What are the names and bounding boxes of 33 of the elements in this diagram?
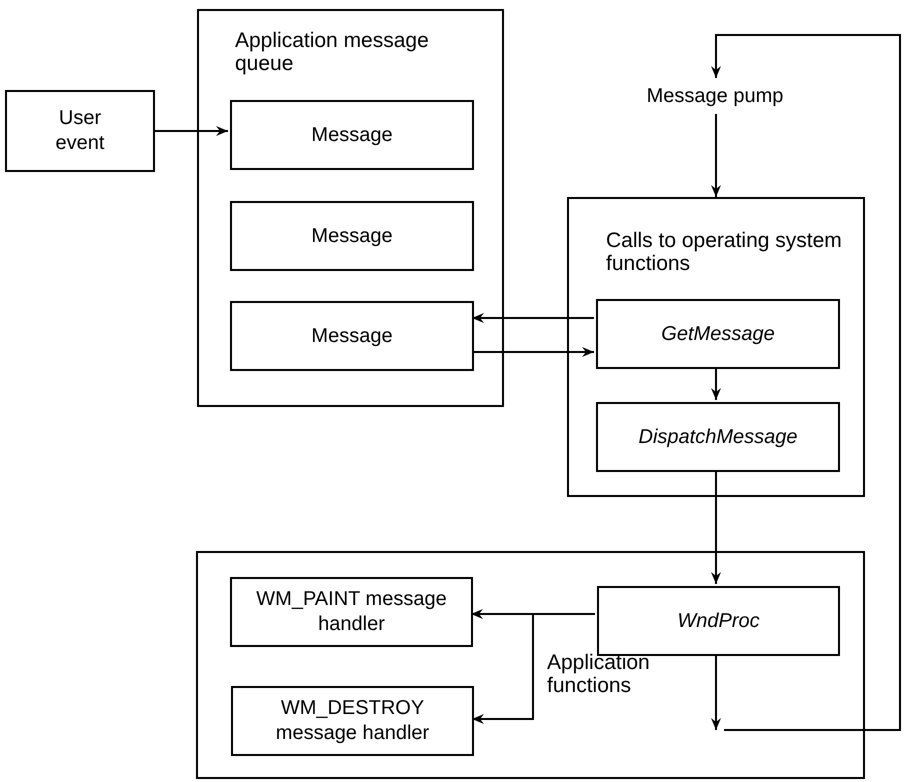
group-heading: Application functions bbox=[547, 651, 651, 698]
group-frame bbox=[197, 9, 504, 407]
process-box bbox=[230, 100, 474, 170]
box-label: Message pump bbox=[646, 84, 784, 108]
arrow bbox=[155, 126, 228, 136]
process-box bbox=[230, 577, 473, 647]
arrow bbox=[711, 654, 721, 730]
group-frame bbox=[567, 197, 865, 497]
box-label: Message bbox=[310, 122, 394, 148]
arrow bbox=[711, 114, 721, 197]
arrow bbox=[472, 313, 594, 323]
process-box bbox=[596, 299, 840, 369]
box-label: User event bbox=[54, 106, 106, 156]
arrow bbox=[472, 613, 595, 724]
group-frame bbox=[196, 551, 865, 779]
process-box bbox=[5, 90, 155, 172]
process-box bbox=[230, 301, 474, 371]
box-label: WndProc bbox=[676, 608, 761, 634]
process-box bbox=[231, 686, 474, 756]
box-label: WM_PAINT message handler bbox=[255, 587, 448, 637]
box-label: Message bbox=[310, 324, 394, 348]
process-box bbox=[230, 201, 474, 271]
box-label: Message bbox=[310, 224, 394, 248]
arrow bbox=[472, 347, 594, 357]
group-heading: Calls to operating system functions bbox=[606, 229, 843, 276]
box-label: DispatchMessage bbox=[638, 424, 798, 450]
arrow bbox=[711, 470, 721, 584]
group-heading: Application message queue bbox=[235, 29, 430, 76]
arrow bbox=[711, 367, 721, 400]
arrow bbox=[711, 34, 901, 731]
box-label: GetMessage bbox=[660, 322, 776, 346]
box-label: WM_DESTROY message handler bbox=[274, 696, 430, 746]
process-box bbox=[596, 402, 840, 472]
